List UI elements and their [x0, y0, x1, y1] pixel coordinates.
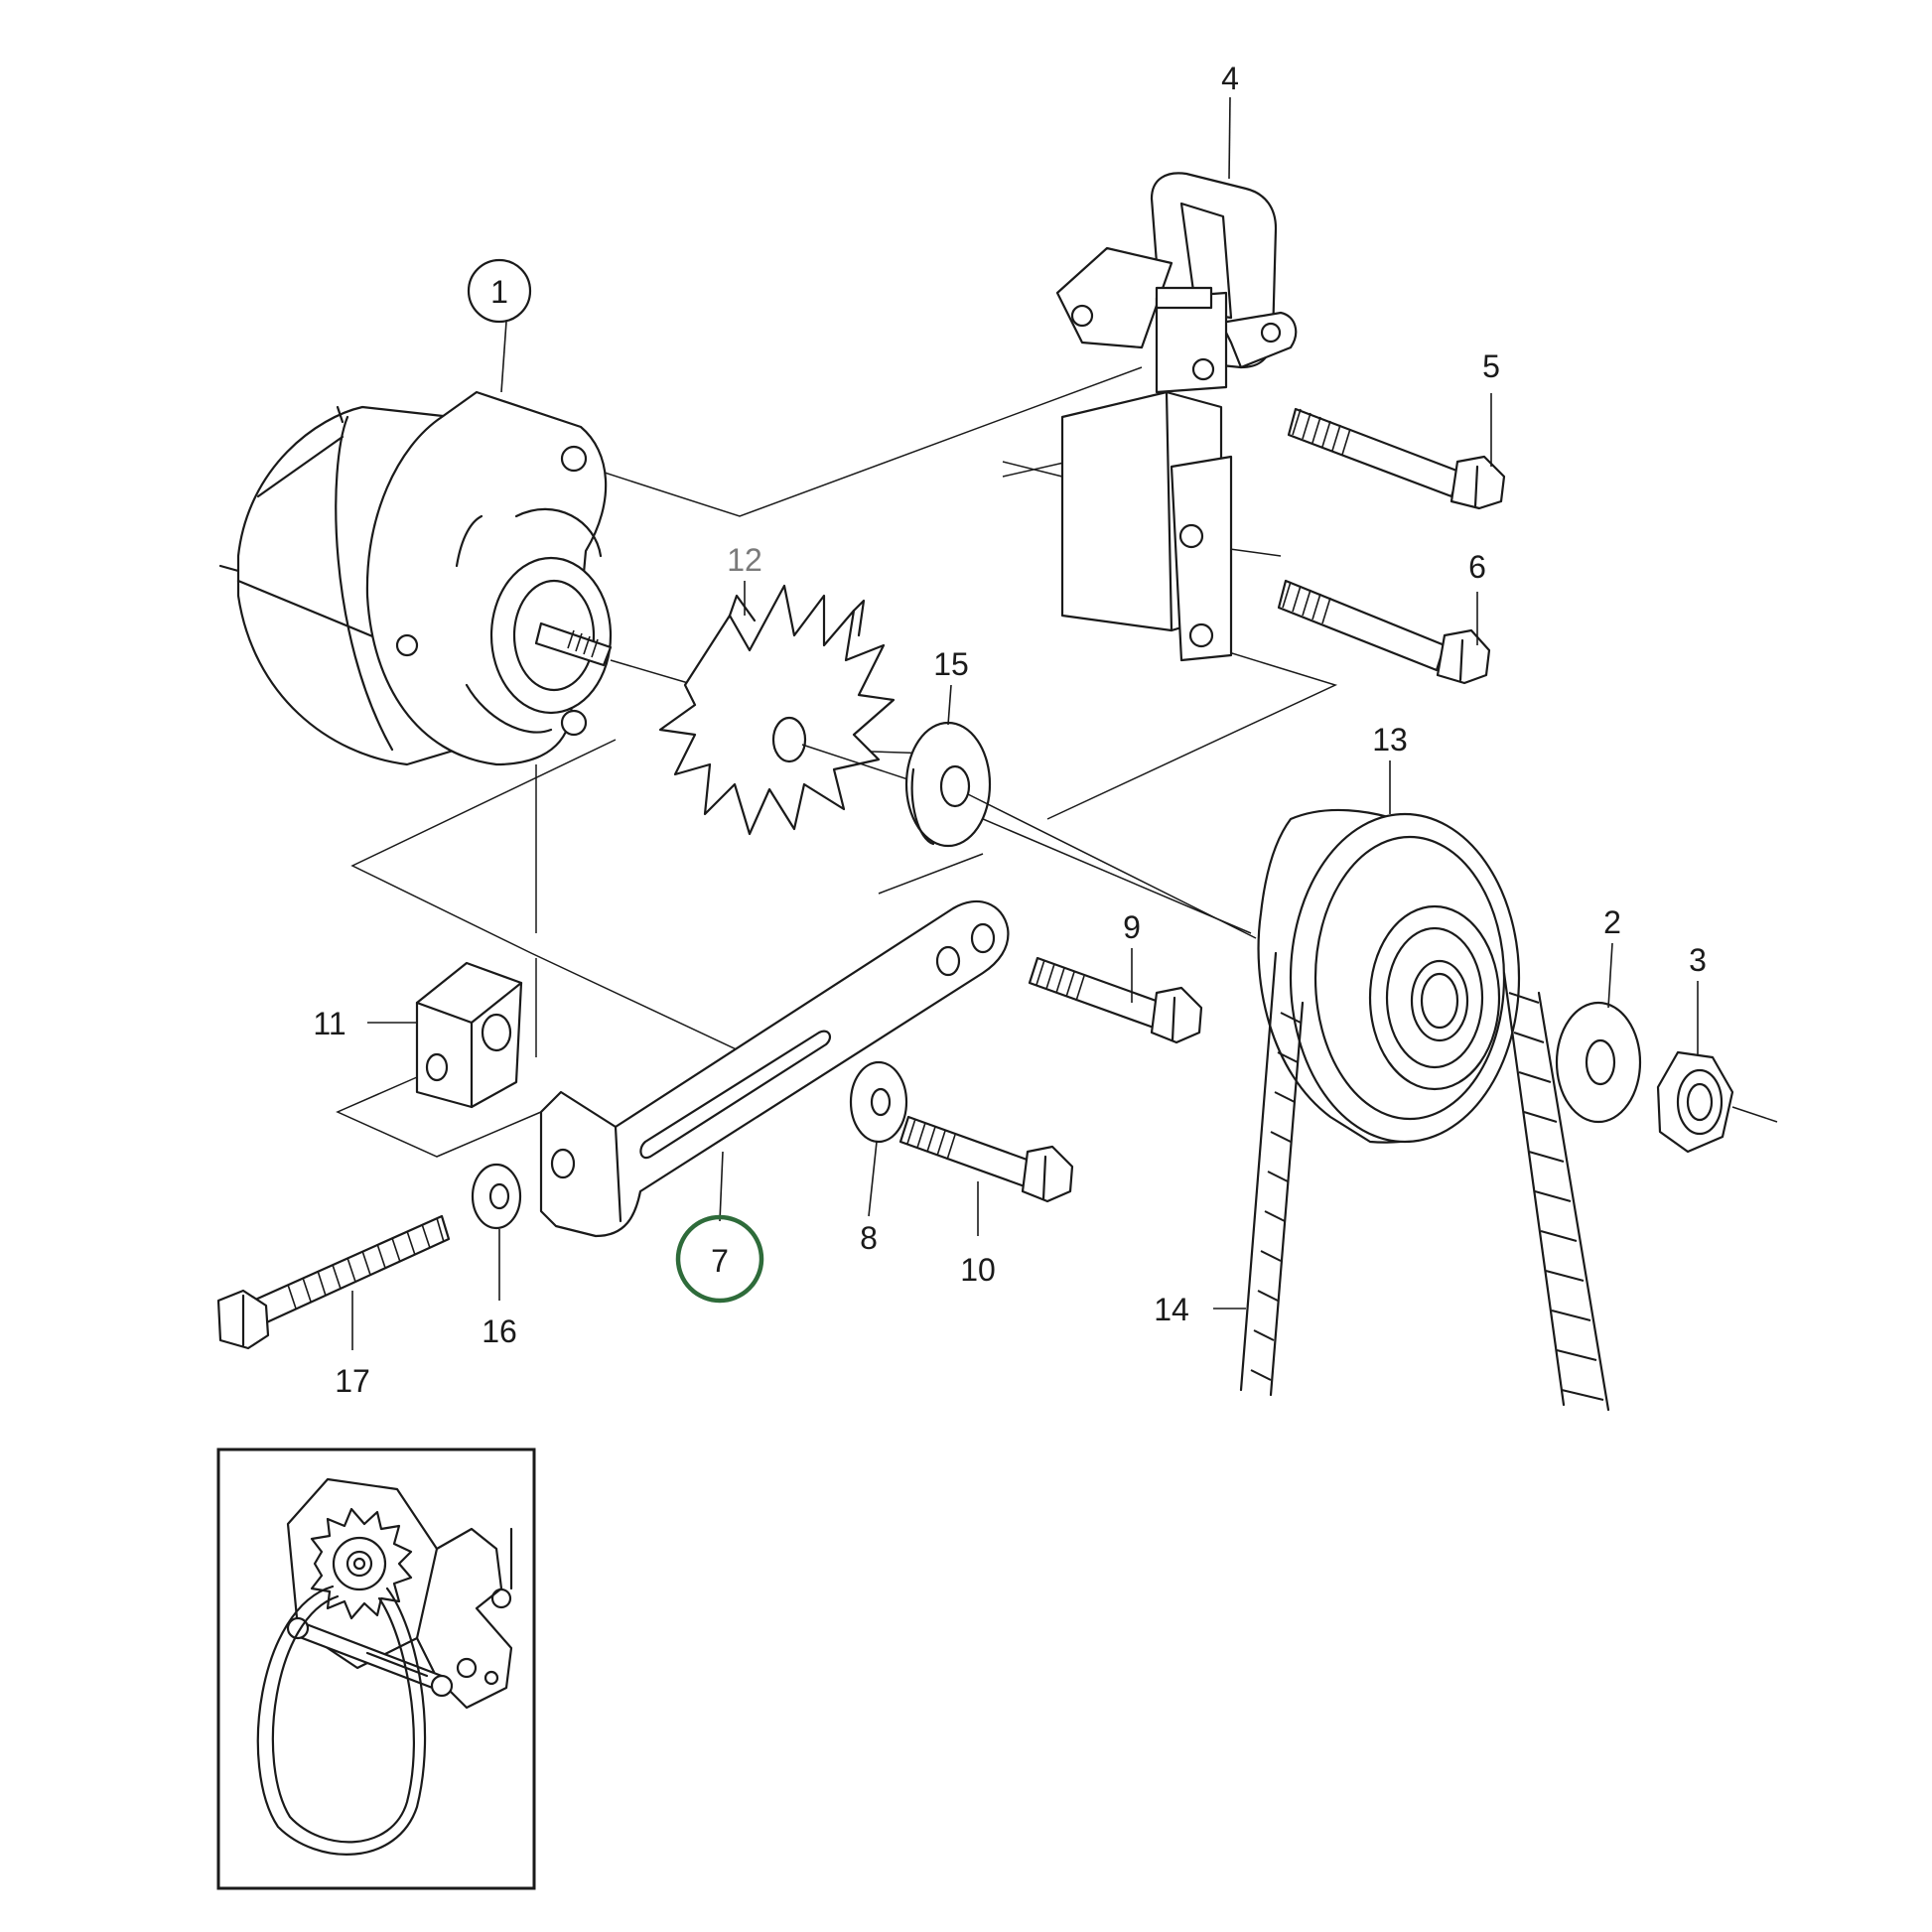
- callout-14: 14: [1154, 1292, 1189, 1327]
- callout-13: 13: [1372, 722, 1408, 758]
- bolt-17: [216, 1214, 451, 1350]
- callout-11: 11: [313, 1006, 345, 1041]
- callout-9: 9: [1123, 909, 1141, 945]
- drive-belt: [1239, 951, 1610, 1412]
- callout-2: 2: [1603, 904, 1621, 940]
- bolt-6: [1277, 579, 1491, 685]
- bolt-9: [1028, 956, 1203, 1044]
- callout-4: 4: [1221, 61, 1239, 96]
- adjusting-arm: [539, 899, 1010, 1238]
- spacer-washer: [904, 721, 992, 848]
- callout-12: 12: [727, 542, 762, 578]
- pulley: [1257, 808, 1521, 1144]
- callout-1: 1: [490, 274, 508, 310]
- callout-3: 3: [1689, 942, 1707, 978]
- callout-5: 5: [1482, 348, 1500, 384]
- callout-labels: 1 2 3 4 5 6 7 8 9 10 11 12 13 14 15 16 1…: [313, 61, 1707, 1399]
- callout-7-circle: [675, 1214, 764, 1304]
- callout-leaders: [351, 96, 1699, 1350]
- mounting-bracket: [1002, 172, 1298, 662]
- inset-overview: [216, 1448, 536, 1890]
- callout-16: 16: [482, 1313, 517, 1349]
- callout-17: 17: [335, 1363, 370, 1399]
- bolt-10: [898, 1115, 1074, 1203]
- shaft-thread: [567, 629, 599, 658]
- callout-7: 7: [711, 1243, 729, 1279]
- callout-8: 8: [860, 1220, 878, 1256]
- callout-1-circle: [467, 258, 532, 324]
- washer-2: [1555, 1001, 1642, 1124]
- alternator: [218, 390, 696, 766]
- callout-6: 6: [1468, 549, 1486, 585]
- bolt-5: [1287, 407, 1506, 510]
- nut-3: [1656, 1050, 1778, 1154]
- callout-15: 15: [933, 646, 969, 682]
- washer-16: [471, 1163, 522, 1230]
- washer-8: [849, 1060, 908, 1144]
- threaded-block: [415, 961, 523, 1109]
- callout-10: 10: [960, 1252, 996, 1288]
